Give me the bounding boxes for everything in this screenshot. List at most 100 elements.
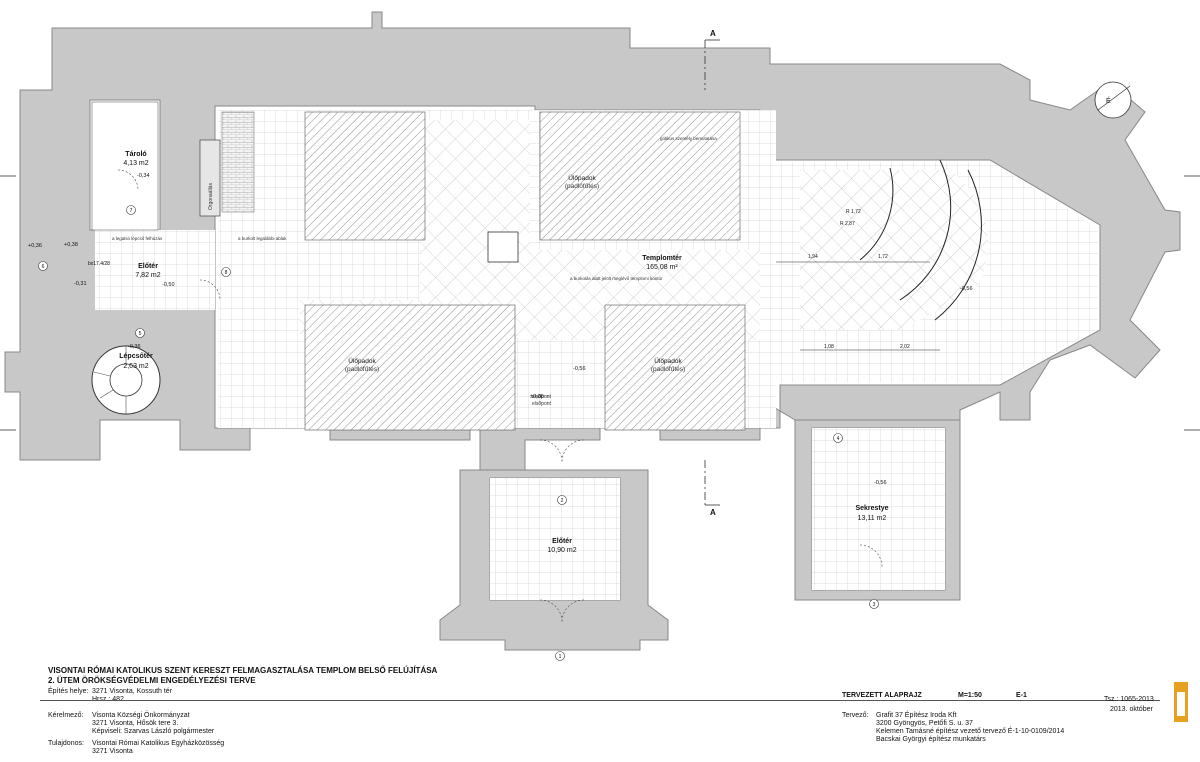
level-3: +0,38 [64, 242, 78, 248]
storage-floor [91, 101, 159, 231]
owner-line-2: 3271 Visonta [92, 748, 133, 755]
title-divider [40, 700, 1160, 701]
designer-line-4: Bacskai Györgyi építész munkatárs [876, 736, 986, 743]
pew-labels: Ülőpadok (padlófűtés) Ülőpadok (padlófűt… [345, 174, 685, 373]
north-label: É [1106, 96, 1111, 105]
room-porch-area: 10,90 m2 [547, 547, 576, 554]
porch-floor [490, 478, 620, 600]
dim-5: bx17.4/28 [88, 261, 110, 267]
level-2: +0,36 [28, 243, 42, 249]
door-mark-8: 8 [225, 270, 228, 276]
pews-south-right [604, 304, 746, 431]
section-mark-bottom: A [710, 508, 716, 517]
pew-label-1: Ülőpadok [568, 174, 596, 182]
room-nave-area: 165,08 m² [646, 264, 678, 271]
room-vestibule-name: Előtér [138, 263, 158, 270]
aisle-tiles [300, 120, 760, 340]
pew-label-2: Ülőpadok [348, 357, 376, 365]
label-elsopont-2: elsőpont [532, 401, 552, 407]
pew-label-3: Ülőpadok [654, 357, 682, 365]
label-elsopont: elsőpont [532, 394, 552, 400]
level-4: -0,31 [74, 281, 87, 287]
room-stair-area: 2,63 m2 [123, 363, 148, 370]
door-mark-6: 6 [42, 264, 45, 270]
door-mark-7: 7 [130, 208, 133, 214]
door-mark-2: 2 [561, 498, 564, 504]
date: 2013. október [1110, 706, 1153, 713]
room-vestibule-area: 7,82 m2 [135, 272, 160, 279]
door-swings [117, 169, 883, 623]
room-sacristy-name: Sekrestye [855, 505, 888, 512]
owner-line-1: Visontai Római Katolikus Egyházközösség [92, 740, 225, 747]
door-mark-3: 3 [873, 602, 876, 608]
designer-label: Tervező: [842, 712, 869, 719]
dim-r2: R 2,87 [840, 221, 855, 227]
requester-line-2: 3271 Visonta, Hősök tere 3. [92, 720, 179, 727]
firm-logo [1174, 682, 1188, 722]
staircase [91, 345, 161, 415]
pews-north-right [539, 111, 741, 241]
door-mark-4: 4 [837, 436, 840, 442]
door-mark-5: 5 [139, 331, 142, 337]
north-arrow: É [1094, 81, 1132, 119]
dim-3: 1,08 [824, 344, 834, 350]
level-marks: -0,34 +0,36 +0,38 -0,31 -0,50 -0,56 -0,3… [28, 173, 973, 486]
level-6: -0,56 [573, 366, 586, 372]
sacristy-floor [812, 428, 945, 590]
note-2: a burkolt legalábbi ablak [238, 236, 287, 241]
room-sacristy-area: 13,11 m2 [858, 515, 887, 522]
dim-2: 1,72 [878, 254, 888, 260]
door-mark-1: 1 [559, 654, 562, 660]
note-4: gótikus szentély bemutatása [660, 136, 717, 141]
section-line [0, 39, 1200, 506]
level-10: -0,56 [874, 480, 887, 486]
pew-note-1: (padlófűtés) [565, 183, 599, 190]
room-storage-name: Tároló [125, 151, 146, 158]
dim-1: 1,94 [808, 254, 818, 260]
level-5: -0,50 [162, 282, 175, 288]
requester-label: Kérelmező: [48, 712, 84, 719]
plan-notes: a legalsó lépcső felhúzás a burkolt lega… [112, 136, 717, 281]
designer-line-2: 3200 Gyöngyös, Petőfi S. u. 37 [876, 720, 973, 727]
sanctuary-tiles [800, 170, 988, 330]
scale: M=1:50 [958, 692, 982, 699]
drawing-title: TERVEZETT ALAPRAJZ [842, 692, 922, 699]
requester-line-1: Visonta Községi Önkormányzat [92, 712, 190, 719]
job-number: Tsz.: 1065-2013 [1104, 696, 1154, 703]
room-nave-name: Templomtér [642, 255, 682, 262]
misc-labels: Orgonaállás elsőpont elsőpont R 1,72 R 2… [88, 183, 910, 407]
pews-south-left [304, 304, 516, 431]
level-9: ±0,00 [530, 394, 544, 400]
project-title-line1: VISONTAI RÓMAI KATOLIKUS SZENT KERESZT F… [48, 666, 438, 675]
hrsz: Hrsz.: 482 [92, 696, 124, 703]
designer-line-3: Kelemen Tamásné építész vezető tervező É… [876, 728, 1065, 735]
level-1: -0,34 [137, 173, 150, 179]
note-1: a legalsó lépcső felhúzás [112, 236, 163, 241]
room-porch-name: Előtér [552, 538, 572, 545]
room-stair-name: Lépcsőtér [119, 353, 153, 360]
brick-wall [221, 111, 255, 213]
pew-note-3: (padlófűtés) [651, 366, 685, 373]
organ-box [199, 139, 221, 217]
owner-label: Tulajdonos: [48, 740, 84, 747]
pew-note-2: (padlófűtés) [345, 366, 379, 373]
door-marks: 1 2 3 4 5 6 7 8 [38, 205, 879, 661]
note-3: a burkolás alatt jelölt meglévő templomi… [570, 276, 663, 281]
level-8: -0,56 [960, 286, 973, 292]
designer-line-1: Grafit 37 Építész Iroda Kft [876, 712, 957, 719]
room-storage-area: 4,13 m2 [123, 160, 148, 167]
organ-label: Orgonaállás [208, 183, 214, 210]
vestibule-floor [95, 230, 215, 310]
pews-north-left [304, 111, 426, 241]
site-label: Építés helye: [48, 688, 89, 695]
requester-line-3: Képviseli: Szarvas László polgármester [92, 728, 215, 735]
floor-plan: A A É Tároló 4,13 m2 Előtér 7,82 m2 Lépc… [0, 11, 1200, 661]
sheet-number: E-1 [1016, 692, 1027, 699]
section-mark-top: A [710, 29, 716, 38]
dim-4: 2,02 [900, 344, 910, 350]
project-title-line2: 2. ÜTEM ÖRÖKSÉGVÉDELMI ENGEDÉLYEZÉSI TER… [48, 676, 256, 685]
site-value: 3271 Visonta, Kossuth tér [92, 688, 173, 695]
dim-r1: R 1,72 [846, 209, 861, 215]
level-7: -0,36 [128, 344, 141, 350]
sanctuary-steps [776, 159, 982, 351]
